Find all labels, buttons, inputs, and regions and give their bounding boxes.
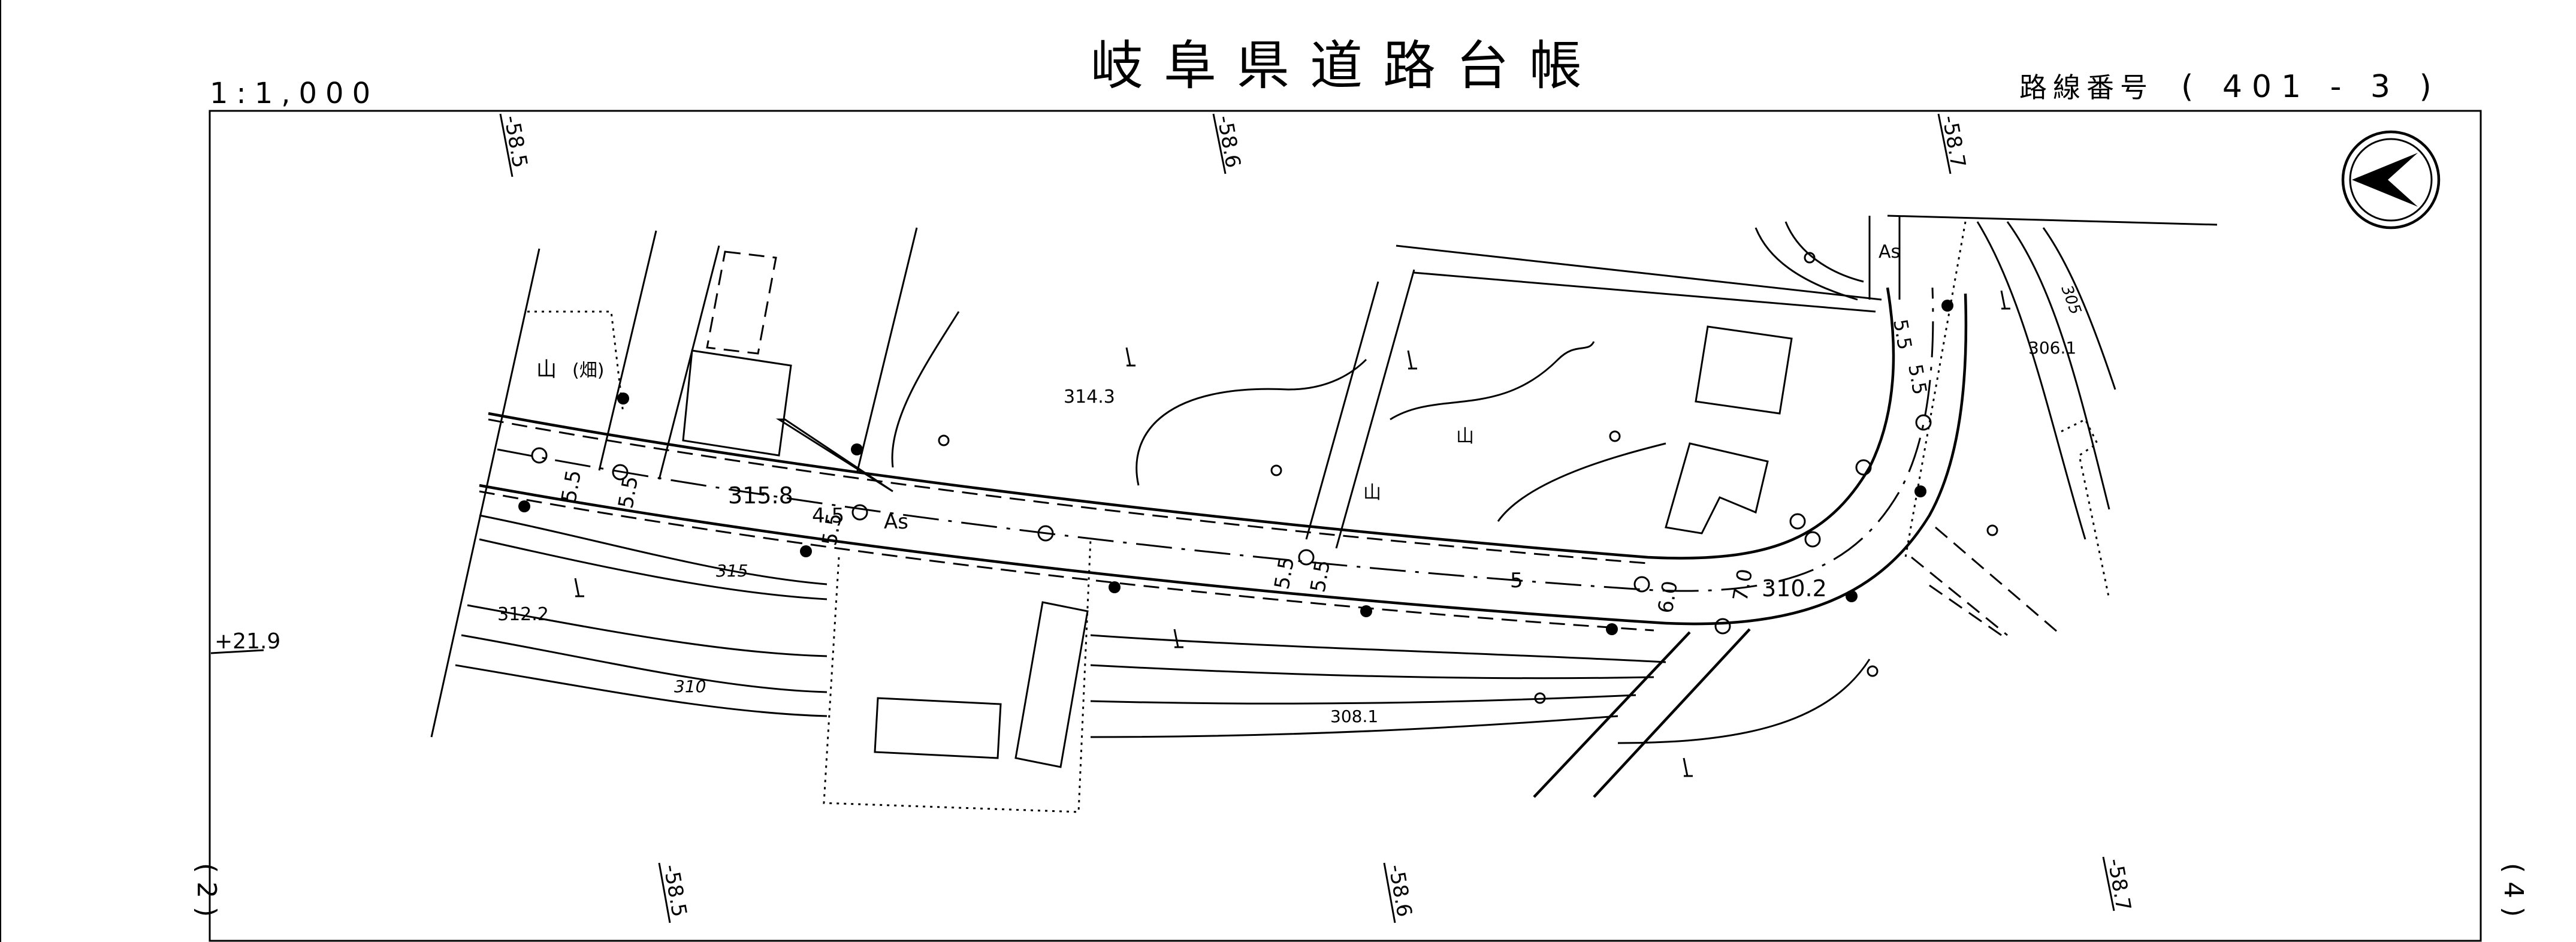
width-label: 6.0 <box>1653 579 1683 615</box>
grid-label-bottom-1: -58.5 <box>659 863 691 919</box>
width-label: 4.5 <box>812 504 844 528</box>
elevation-label: 310.2 <box>1762 575 1827 602</box>
route-label: 路線番号 <box>2019 71 2154 104</box>
land-use-label: 山 <box>536 358 557 382</box>
grid-label-bottom-3: -58.7 <box>2103 857 2136 913</box>
side-road <box>1533 628 1751 798</box>
slope-curve-2 <box>1390 341 1595 421</box>
slope-curve-3 <box>1497 442 1666 522</box>
field-boundary-curve <box>1136 358 1367 486</box>
elevation-labels: 314.3 315.8 315 312.2 310 308.1 310.2 30… <box>497 283 2085 726</box>
lot-boundaries <box>430 215 2218 813</box>
page-title: 岐阜県道路台帳 <box>1091 35 1602 96</box>
map-scale: 1:1,000 <box>210 77 379 110</box>
surface-label: As <box>884 510 908 534</box>
elevation-label: 314.3 <box>1064 387 1115 407</box>
land-use-label: (畑) <box>572 360 604 381</box>
width-label: 5.5 <box>817 511 847 547</box>
elevation-label: 308.1 <box>1330 707 1378 726</box>
grid-label-bottom-2: -58.6 <box>1384 863 1417 919</box>
slope-curve <box>891 311 960 468</box>
width-label: 5.5 <box>557 468 586 504</box>
side-mark-right: ( 4 ) <box>2498 863 2529 917</box>
width-label: 5 <box>1510 569 1523 593</box>
contour-lines-east <box>1754 221 2116 600</box>
width-label: 5.5 <box>1904 363 1931 397</box>
field-symbol-icon <box>938 252 1998 704</box>
map-frame <box>209 110 2482 942</box>
grid-label-top-3: -58.7 <box>1937 114 1970 170</box>
buildings <box>682 250 1793 768</box>
grid-label-top-2: -58.6 <box>1212 114 1245 170</box>
utility-pole-icon <box>518 300 1953 635</box>
elevation-label: 305 <box>2057 283 2084 317</box>
grid-label-top-1: -58.5 <box>499 114 532 170</box>
land-use-label: 山 <box>1363 482 1381 503</box>
surface-label-2: As <box>1879 241 1900 262</box>
width-label: 5.5 <box>1889 318 1916 352</box>
land-use-symbols: 山 (畑) 山 山 <box>536 358 1474 503</box>
elevation-label: 310 <box>674 677 706 696</box>
elevation-label: 315.8 <box>728 482 793 509</box>
side-road-dashed <box>1911 526 2062 636</box>
forest-symbol-icon <box>574 290 2010 777</box>
grid-labels-bottom: -58.5 -58.6 -58.7 <box>658 857 2136 923</box>
elevation-label: 306.1 <box>2028 338 2076 358</box>
elevation-label: 315 <box>716 561 748 581</box>
contour-lines-south <box>455 514 1871 744</box>
grid-label-left: +21.9 <box>215 629 280 654</box>
grid-labels-top: -58.5 -58.6 -58.7 <box>499 114 1970 177</box>
elevation-label: 312.2 <box>497 604 549 625</box>
width-label: 5.5 <box>1306 558 1335 594</box>
width-label: 5.5 <box>1270 555 1299 591</box>
land-use-label: 山 <box>1456 426 1474 447</box>
road-width-labels: 5.5 5.5 4.5 5.5 5.5 5.5 5 6.0 7.0 5.5 5.… <box>557 318 1931 615</box>
side-mark-left: ( 2 ) <box>191 863 222 917</box>
north-arrow-icon <box>2341 130 2441 230</box>
route-number: ( 401 - 3 ) <box>2181 69 2441 105</box>
main-road <box>479 287 1968 632</box>
road-facility-markers <box>531 414 1932 635</box>
width-label: 7.0 <box>1728 567 1757 603</box>
width-label: 5.5 <box>614 474 643 510</box>
